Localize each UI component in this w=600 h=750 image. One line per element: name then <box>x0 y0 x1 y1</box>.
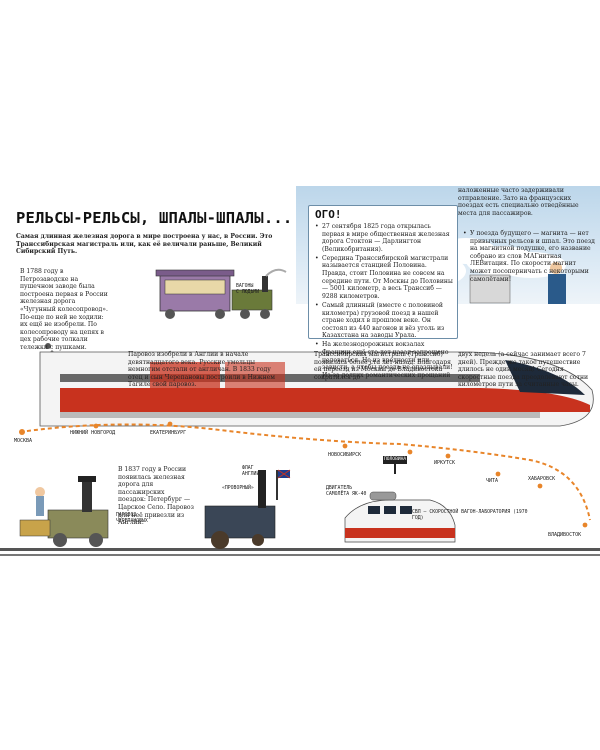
city-novosibirsk: НОВОСИБИРСК <box>328 452 362 458</box>
caption-cherepanov: ПАРОВОЗ ЧЕРЕПАНОВЫХ <box>116 513 148 524</box>
city-moscow: МОСКВА <box>14 438 33 444</box>
paragraph-1837: В 1837 году в России появилась железная … <box>118 466 194 527</box>
caption-engine-yak40: ДВИГАТЕЛЬ САМОЛЁТА ЯК-40 <box>326 486 367 497</box>
city-vladivostok: ВЛАДИВОСТОК <box>548 532 582 538</box>
city-ekaterinburg: ЕКАТЕРИНБУРГ <box>150 430 187 436</box>
city-khabarovsk: ХАБАРОВСК <box>528 476 556 482</box>
caption-provornyi: «ПРОВОРНЫЙ» <box>222 486 254 491</box>
route-map-line <box>19 421 591 528</box>
caption-england-flag: ФЛАГ АНГЛИИ <box>242 466 260 477</box>
ogo-facts-box: ОГО! 27 сентября 1825 года открылась пер… <box>308 205 458 379</box>
city-nizhny-novgorod: НИЖНИЙ НОВГОРОД <box>70 430 116 436</box>
caption-svl: СВЛ — СКОРОСТНОЙ ВАГОН-ЛАБОРАТОРИЯ (1970… <box>412 510 528 521</box>
city-chita: ЧИТА <box>486 478 499 484</box>
paragraph-right-lower: двух недель (а сейчас занимает всего 7 д… <box>458 351 589 389</box>
intro-paragraph: Самая длинная железная дорога в мире пос… <box>16 233 273 256</box>
cherepanov-locomotive <box>19 476 109 547</box>
svl-wagon <box>344 491 456 543</box>
list-item: Самый длинный (вместе с половиной киломе… <box>315 302 453 340</box>
old-passenger-wagon <box>155 268 287 319</box>
paragraph-england: Паровоз изобрели в Англии в начале девят… <box>128 351 275 389</box>
list-item: На железнодорожных вокзалах Франции ещё … <box>315 341 453 379</box>
ogo-title: ОГО! <box>315 208 342 221</box>
list-item: 27 сентября 1825 года открылась первая в… <box>315 223 453 253</box>
city-irkutsk: ИРКУТСК <box>434 460 456 466</box>
future-list: У поезда будущего — магнита — нет привыч… <box>463 230 596 283</box>
list-item: У поезда будущего — магнита — нет привыч… <box>463 230 596 283</box>
ogo-facts-list: 27 сентября 1825 года открылась первая в… <box>315 223 453 381</box>
caption-wagon-people: ВАГОНЫ С ЛЮДЬМИ <box>236 284 260 295</box>
modern-high-speed-train <box>39 351 594 427</box>
future-train-block: У поезда будущего — магнита — нет привыч… <box>463 230 596 285</box>
city-polovina: ПОЛОВИНА <box>384 457 407 462</box>
rail-track <box>0 548 600 556</box>
provornyi-locomotive <box>204 469 291 549</box>
paragraph-1788: В 1788 году в Петрозаводске на пушечном … <box>20 268 108 351</box>
page-title: РЕЛЬСЫ-РЕЛЬСЫ, ШПАЛЫ-ШПАЛЫ... <box>16 209 293 227</box>
polovina-sign <box>383 456 407 474</box>
list-item: Середина Транссибирской магистрали назыв… <box>315 255 453 301</box>
paragraph-france-continued: наложенные часто задерживали отправление… <box>458 187 579 217</box>
